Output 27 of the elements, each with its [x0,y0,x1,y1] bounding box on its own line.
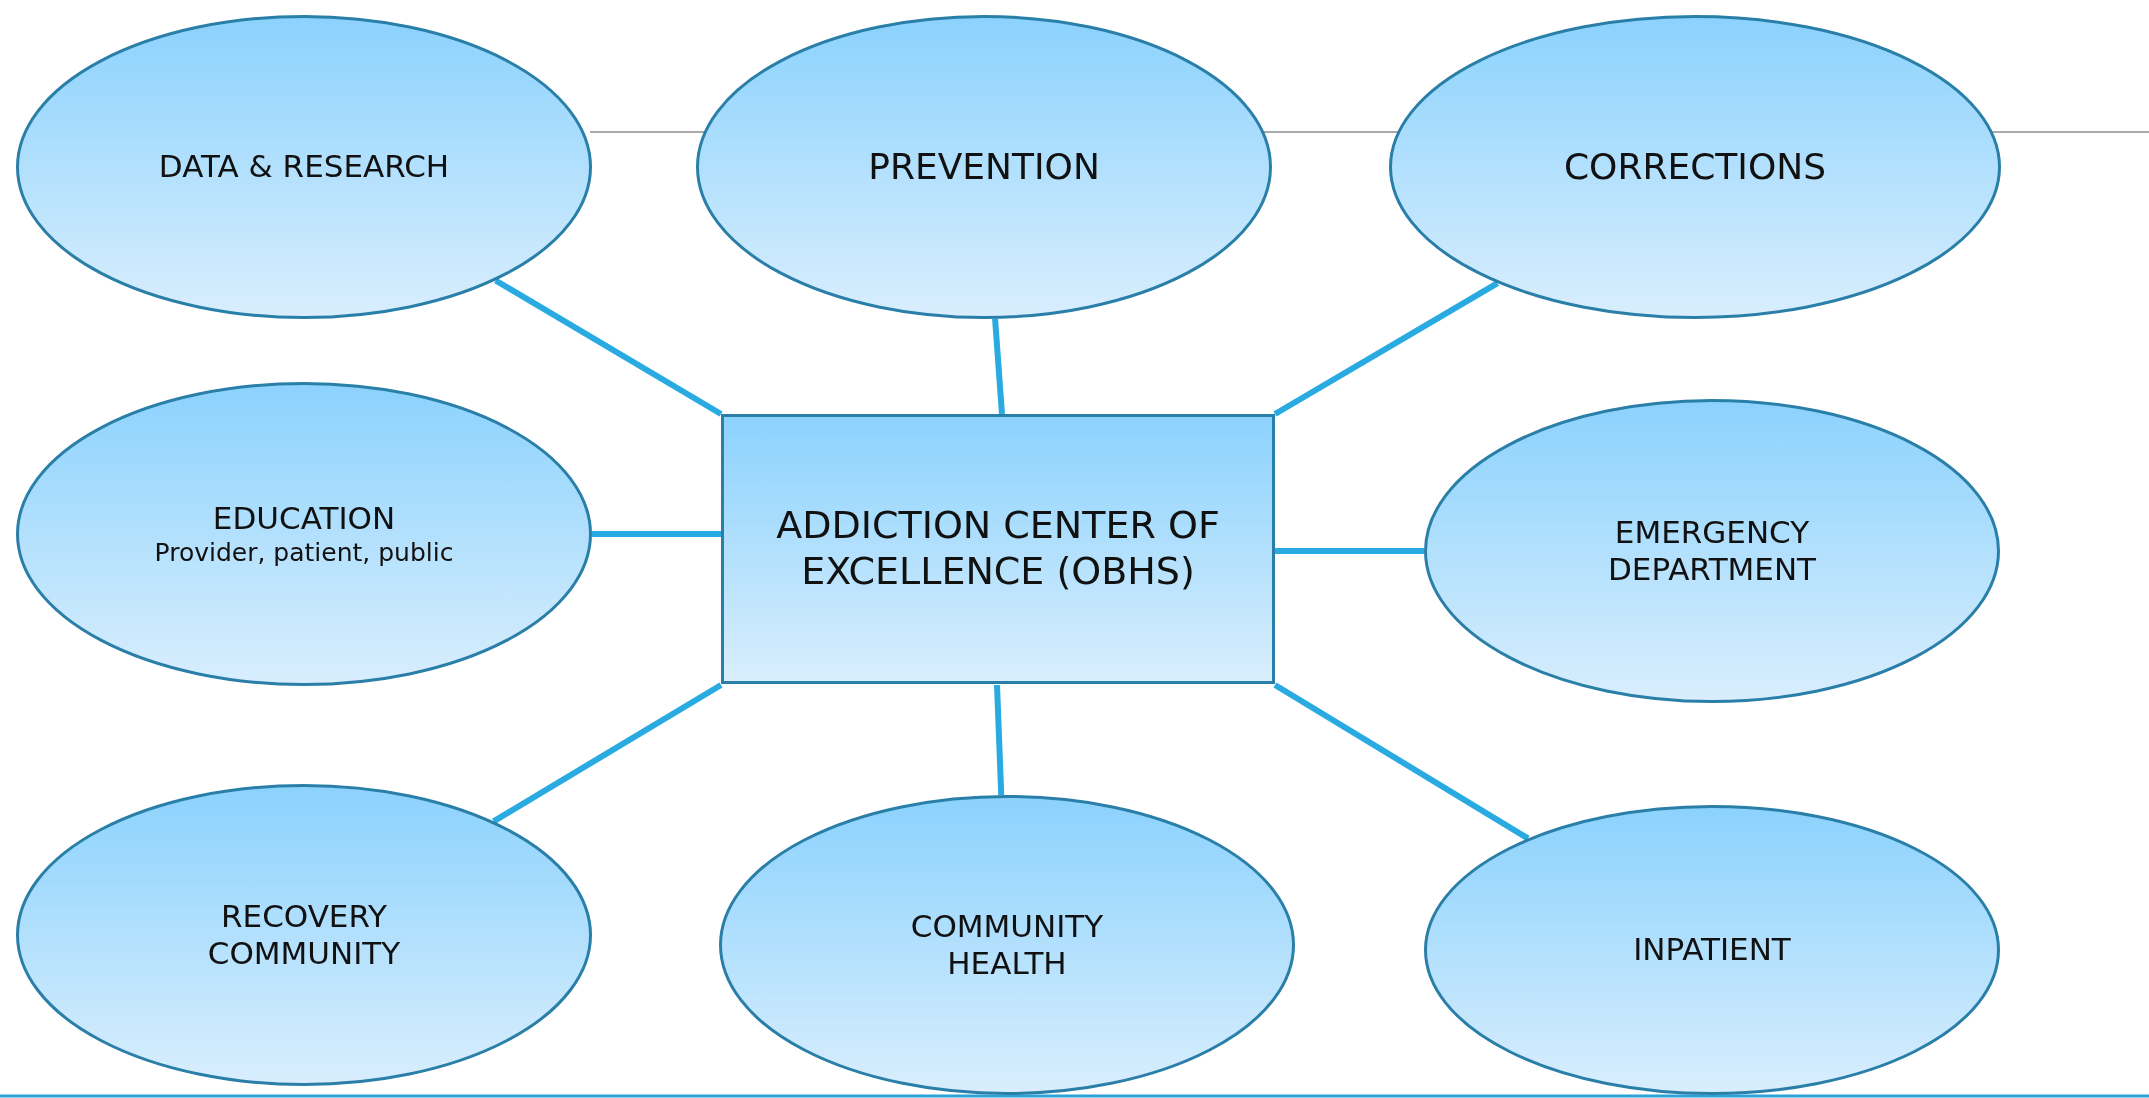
topic-ellipse [1424,805,2000,1095]
subtitle-text: Provider, patient, public [154,537,454,568]
node-label: COMMUNITY HEALTH [909,907,1105,983]
topic-ellipse [16,15,592,319]
node-label: DATA & RESEARCH [158,148,450,186]
connector-line [492,682,723,824]
connector-line [994,684,1005,796]
connector-line [1275,548,1424,554]
connector-line [494,277,723,417]
topic-ellipse [16,784,592,1086]
topic-ellipse [696,15,1272,319]
center-box [721,414,1275,684]
connector-line [992,318,1005,415]
connector-line [592,531,721,537]
node-label: PREVENTION [868,145,1100,189]
connector-line [1273,280,1500,417]
connector-line [1273,682,1530,841]
node-label: EDUCATION [212,500,396,538]
node-label: RECOVERY COMMUNITY [206,897,402,973]
node-label: EMERGENCY DEPARTMENT [1606,513,1818,589]
topic-ellipse [1424,399,2000,703]
node-label: CORRECTIONS [1563,145,1827,189]
node-label: ADDICTION CENTER OF EXCELLENCE (OBHS) [775,503,1221,595]
topic-ellipse [16,382,592,686]
node-label: INPATIENT [1633,931,1791,969]
topic-ellipse [719,795,1295,1095]
topic-ellipse [1389,15,2001,319]
